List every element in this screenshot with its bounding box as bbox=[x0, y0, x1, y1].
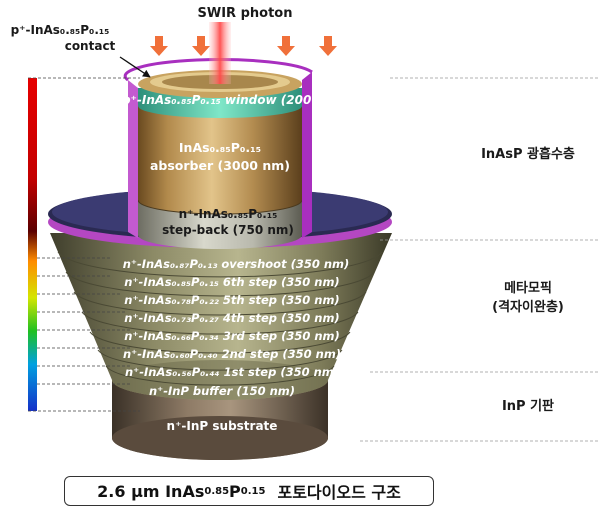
right-guide-lines bbox=[360, 77, 600, 442]
absorber-region-label: InAsP 광흡수층 bbox=[481, 146, 575, 162]
photon-arrows bbox=[150, 36, 337, 56]
substrate-layer-label: n⁺-InP substrate bbox=[167, 419, 278, 433]
step6-layer-label: n⁺-InAs₀.₈₅P₀.₁₅ 6th step (350 nm) bbox=[124, 275, 339, 289]
caption-suffix: 포토다이오드 구조 bbox=[277, 483, 401, 502]
swir-photon-label: SWIR photon bbox=[198, 6, 293, 21]
step3-layer-label: n⁺-InAs₀.₆₆P₀.₃₄ 3rd step (350 nm) bbox=[124, 329, 340, 343]
caption-sub-1: 0.85 bbox=[204, 485, 230, 497]
overshoot-layer-label: n⁺-InAs₀.₈₇P₀.₁₃ overshoot (350 nm) bbox=[123, 257, 350, 271]
metamorphic-region-label: 메타모픽 bbox=[504, 280, 552, 296]
step1-layer-label: n⁺-InAs₀.₅₆P₀.₄₄ 1st step (350 nm) bbox=[125, 365, 339, 379]
stepback-thickness-label: step-back (750 nm) bbox=[162, 223, 294, 237]
substrate-region-label: InP 기판 bbox=[502, 398, 554, 414]
window-layer-label: p⁺-InAs₀.₈₅P₀.₁₅ window (200 nm) bbox=[121, 93, 342, 107]
absorber-thickness-label: absorber (3000 nm) bbox=[150, 158, 290, 173]
left-guide-lines bbox=[28, 77, 140, 412]
caption-mid: P bbox=[229, 481, 241, 501]
step4-layer-label: n⁺-InAs₀.₇₃P₀.₂₇ 4th step (350 nm) bbox=[124, 311, 339, 325]
magenta-side-wall bbox=[123, 58, 313, 238]
contact-material-label: p⁺-InAs₀.₈₅P₀.₁₅ bbox=[11, 23, 110, 37]
contact-pointer-arrow bbox=[119, 56, 151, 78]
swir-photon-beam bbox=[209, 22, 231, 84]
metamorphic-region-sublabel: (격자이완층) bbox=[492, 299, 564, 315]
absorber-material-label: InAs₀.₈₅P₀.₁₅ bbox=[179, 140, 261, 155]
step2-layer-label: n⁺-InAs₀.₆₀P₀.₄₀ 2nd step (350 nm) bbox=[123, 347, 341, 361]
buffer-layer-label: n⁺-InP buffer (150 nm) bbox=[149, 384, 295, 398]
upper-mesa-cylinder bbox=[137, 70, 303, 249]
stepback-material-label: n⁺-InAs₀.₈₅P₀.₁₅ bbox=[179, 207, 278, 221]
step5-layer-label: n⁺-InAs₀.₇₈P₀.₂₂ 5th step (350 nm) bbox=[124, 293, 339, 307]
composition-gradient-bar bbox=[28, 78, 37, 411]
contact-word-label: contact bbox=[65, 39, 116, 53]
caption-sub-2: 0.15 bbox=[240, 485, 266, 497]
metamorphic-cone bbox=[50, 233, 392, 400]
caption-prefix: 2.6 μm InAs bbox=[97, 481, 205, 501]
